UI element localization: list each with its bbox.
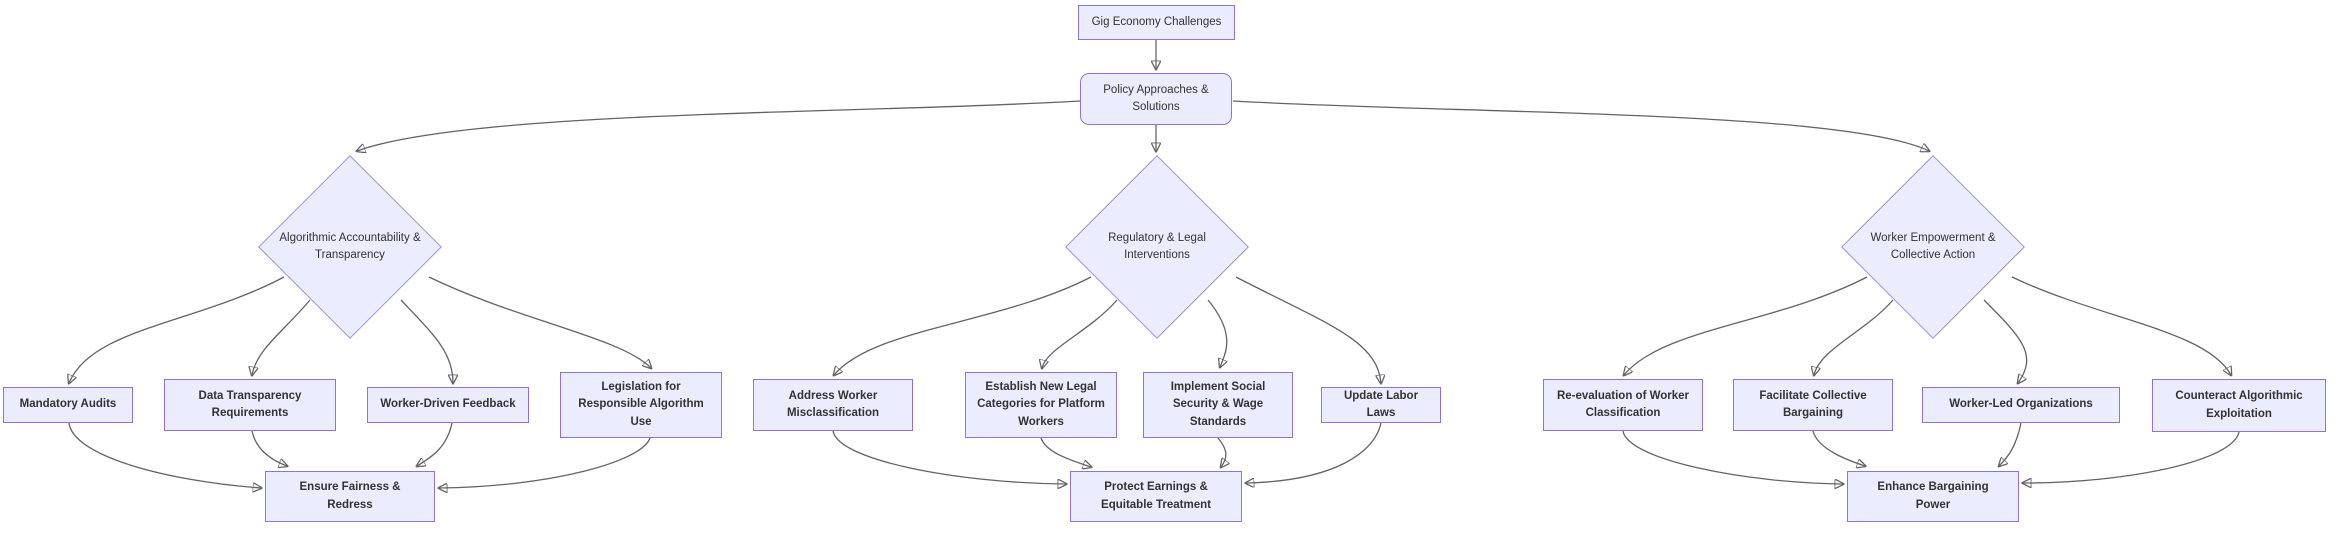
outcome-protect-earnings: Protect Earnings & Equitable Treatment — [1070, 471, 1242, 522]
outcome-enhance-bargaining: Enhance Bargaining Power — [1847, 471, 2019, 522]
action-label: Facilitate Collective Bargaining — [1759, 389, 1867, 419]
edge-m1-o2 — [832, 430, 1066, 484]
edge-r3-o3 — [1999, 422, 2022, 466]
action-label: Implement Social Security & Wage Standar… — [1170, 381, 1266, 428]
decision-label: Worker Empowerment & Collective Action — [1870, 231, 1996, 261]
action-address-misclassification: Address Worker Misclassification — [753, 379, 913, 431]
action-counteract-exploitation: Counteract Algorithmic Exploitation — [2152, 379, 2326, 432]
edge-a1-o1 — [68, 422, 261, 488]
outcome-label: Protect Earnings & Equitable Treatment — [1101, 481, 1211, 511]
outcome-ensure-fairness: Ensure Fairness & Redress — [265, 471, 435, 522]
node-label: Policy Approaches & Solutions — [1103, 83, 1209, 113]
action-update-labor-laws: Update Labor Laws — [1321, 387, 1441, 423]
decision-algorithmic-accountability: Algorithmic Accountability & Transparenc… — [258, 155, 442, 339]
action-reevaluation-classification: Re-evaluation of Worker Classification — [1543, 379, 1703, 431]
action-label: Worker-Driven Feedback — [380, 398, 516, 411]
edge-r2-o3 — [1812, 430, 1865, 466]
action-mandatory-audits: Mandatory Audits — [3, 387, 133, 423]
edge-policy-decision3 — [1232, 100, 1929, 151]
edge-a3-o1 — [417, 422, 453, 466]
edge-a2-o1 — [251, 430, 287, 466]
action-label: Worker-Led Organizations — [1949, 398, 2093, 411]
decision-label: Regulatory & Legal Interventions — [1108, 231, 1206, 261]
edge-d1-a1 — [69, 276, 285, 383]
action-label: Mandatory Audits — [19, 398, 117, 411]
action-label: Establish New Legal Categories for Platf… — [977, 381, 1105, 428]
node-label: Gig Economy Challenges — [1091, 15, 1222, 28]
decision-regulatory-legal: Regulatory & Legal Interventions — [1065, 155, 1249, 339]
decision-worker-empowerment: Worker Empowerment & Collective Action — [1841, 155, 2025, 339]
node-gig-economy-challenges: Gig Economy Challenges — [1078, 5, 1235, 40]
edge-r1-o3 — [1622, 430, 1843, 484]
action-label: Update Labor Laws — [1343, 389, 1419, 419]
action-new-legal-categories: Establish New Legal Categories for Platf… — [965, 372, 1117, 438]
action-data-transparency: Data Transparency Requirements — [164, 379, 336, 431]
edge-a4-o1 — [439, 437, 651, 488]
action-facilitate-bargaining: Facilitate Collective Bargaining — [1733, 379, 1893, 431]
decision-label: Algorithmic Accountability & Transparenc… — [279, 231, 421, 261]
edge-m2-o2 — [1040, 437, 1091, 467]
edge-r4-o3 — [2023, 431, 2240, 483]
edge-d2-a4 — [1235, 276, 1381, 383]
edge-d2-a1 — [834, 276, 1092, 375]
action-label: Re-evaluation of Worker Classification — [1556, 389, 1690, 419]
edge-m3-o2 — [1217, 437, 1226, 467]
action-label: Counteract Algorithmic Exploitation — [2175, 390, 2303, 420]
action-worker-driven-feedback: Worker-Driven Feedback — [367, 387, 529, 423]
edge-d3-a4 — [2011, 276, 2231, 375]
node-policy-approaches: Policy Approaches & Solutions — [1080, 73, 1232, 125]
action-label: Data Transparency Requirements — [198, 389, 302, 419]
edge-policy-decision1 — [357, 100, 1081, 151]
action-label: Address Worker Misclassification — [786, 389, 880, 419]
action-label: Legislation for Responsible Algorithm Us… — [578, 381, 704, 428]
action-legislation-responsible-algorithm: Legislation for Responsible Algorithm Us… — [560, 372, 722, 438]
outcome-label: Enhance Bargaining Power — [1877, 481, 1989, 511]
action-social-security-wage: Implement Social Security & Wage Standar… — [1143, 372, 1293, 438]
edge-d1-a4 — [428, 276, 651, 368]
edge-d3-a1 — [1624, 276, 1868, 375]
outcome-label: Ensure Fairness & Redress — [299, 481, 401, 511]
action-worker-led-organizations: Worker-Led Organizations — [1922, 387, 2120, 423]
